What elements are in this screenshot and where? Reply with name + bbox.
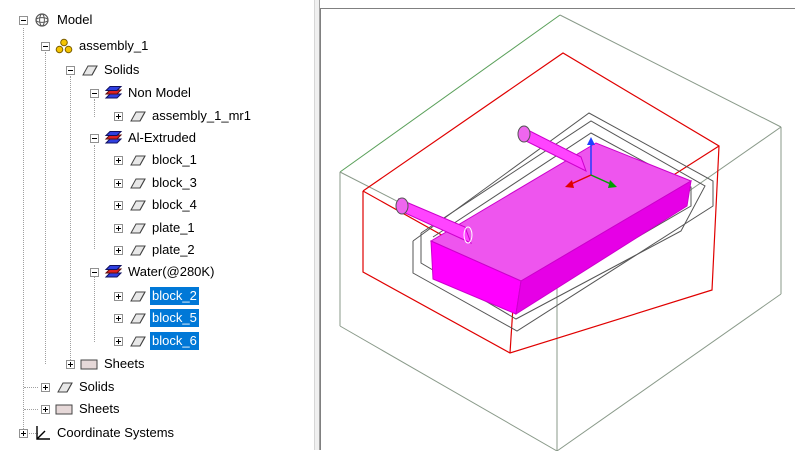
tree-label: Coordinate Systems — [57, 425, 175, 440]
tree-label: block_1 — [152, 152, 197, 167]
inlet-pipe — [395, 197, 473, 244]
tree-label: plate_2 — [152, 242, 195, 257]
tree-label: Water(@280K) — [128, 264, 215, 279]
tree-node-block-selected[interactable]: block_5 — [114, 308, 199, 328]
solid-icon — [130, 178, 146, 189]
water-block-side — [515, 180, 692, 316]
tree-label: Sheets — [104, 356, 145, 371]
tree-node-sheets-outer[interactable]: Sheets — [41, 399, 121, 419]
tree-node-block-selected[interactable]: block_6 — [114, 331, 199, 351]
expand-toggle[interactable] — [114, 155, 123, 165]
collapse-toggle[interactable] — [90, 267, 99, 277]
expand-toggle[interactable] — [114, 336, 123, 346]
tree-label: Model — [57, 12, 93, 27]
tree-label: plate_1 — [152, 220, 195, 235]
tree-label: block_5 — [150, 309, 199, 327]
coordinate-axes-icon — [36, 426, 50, 440]
solid-icon — [130, 223, 146, 234]
tree-node-assembly[interactable]: assembly_1 — [41, 36, 150, 56]
coordinate-triad — [565, 137, 617, 188]
tree-label: block_4 — [152, 197, 197, 212]
expand-toggle[interactable] — [114, 178, 123, 188]
solid-icon — [130, 111, 146, 122]
tree-node-coordinate-systems[interactable]: Coordinate Systems — [19, 423, 176, 443]
collapse-toggle[interactable] — [41, 41, 50, 51]
material-stack-icon — [104, 265, 123, 278]
collapse-toggle[interactable] — [19, 15, 28, 25]
tree-node-block[interactable]: block_1 — [114, 150, 199, 170]
solid-icon — [82, 65, 98, 76]
pane-splitter[interactable] — [314, 0, 320, 450]
model-view-canvas — [339, 14, 782, 451]
model-icon — [35, 13, 49, 27]
tree-label: Al-Extruded — [128, 130, 196, 145]
solid-icon — [130, 291, 146, 302]
tree-label: Solids — [104, 62, 140, 77]
tree-node-plate[interactable]: plate_1 — [114, 218, 197, 238]
tree-label: Solids — [79, 379, 115, 394]
tree-node-block[interactable]: block_3 — [114, 173, 199, 193]
tree-node-sheets-inner[interactable]: Sheets — [66, 354, 146, 374]
expand-toggle[interactable] — [66, 359, 75, 369]
tree-node-water[interactable]: Water(@280K) — [90, 262, 216, 282]
collapse-toggle[interactable] — [90, 133, 99, 143]
tree-node-assembly-mr[interactable]: assembly_1_mr1 — [114, 106, 253, 126]
expand-toggle[interactable] — [114, 223, 123, 233]
tree-node-model[interactable]: Model — [19, 10, 94, 30]
expand-toggle[interactable] — [41, 382, 50, 392]
material-stack-icon — [104, 86, 123, 99]
tree-label: block_3 — [152, 175, 197, 190]
collapse-toggle[interactable] — [66, 65, 75, 75]
collapse-toggle[interactable] — [90, 88, 99, 98]
solid-icon — [57, 382, 73, 393]
expand-toggle[interactable] — [114, 111, 123, 121]
tree-label: block_2 — [150, 287, 199, 305]
solid-icon — [130, 245, 146, 256]
assembly-icon — [55, 38, 73, 54]
tree-node-solids-group[interactable]: Solids — [66, 60, 141, 80]
tree-node-al-extruded[interactable]: Al-Extruded — [90, 128, 198, 148]
expand-toggle[interactable] — [114, 245, 123, 255]
tree-node-solids-outer[interactable]: Solids — [41, 377, 116, 397]
model-tree[interactable]: Model assembly_1 Solids Non Model — [0, 0, 314, 450]
solid-icon — [130, 155, 146, 166]
tree-label: block_6 — [150, 332, 199, 350]
solid-icon — [130, 336, 146, 347]
tree-node-non-model[interactable]: Non Model — [90, 83, 193, 103]
tree-node-block-selected[interactable]: block_2 — [114, 286, 199, 306]
solid-icon — [130, 200, 146, 211]
expand-toggle[interactable] — [114, 200, 123, 210]
3d-viewport[interactable] — [320, 8, 795, 451]
tree-node-block[interactable]: block_4 — [114, 195, 199, 215]
tree-label: Sheets — [79, 401, 120, 416]
tree-label: assembly_1 — [79, 38, 149, 53]
expand-toggle[interactable] — [114, 313, 123, 323]
sheet-icon — [80, 359, 98, 370]
tree-node-plate[interactable]: plate_2 — [114, 240, 197, 260]
tree-label: assembly_1_mr1 — [152, 108, 251, 123]
tree-label: Non Model — [128, 85, 191, 100]
solid-icon — [130, 313, 146, 324]
expand-toggle[interactable] — [19, 428, 28, 438]
expand-toggle[interactable] — [114, 291, 123, 301]
sheet-icon — [55, 404, 73, 415]
material-stack-icon — [104, 131, 123, 144]
expand-toggle[interactable] — [41, 404, 50, 414]
outlet-pipe — [517, 125, 587, 173]
